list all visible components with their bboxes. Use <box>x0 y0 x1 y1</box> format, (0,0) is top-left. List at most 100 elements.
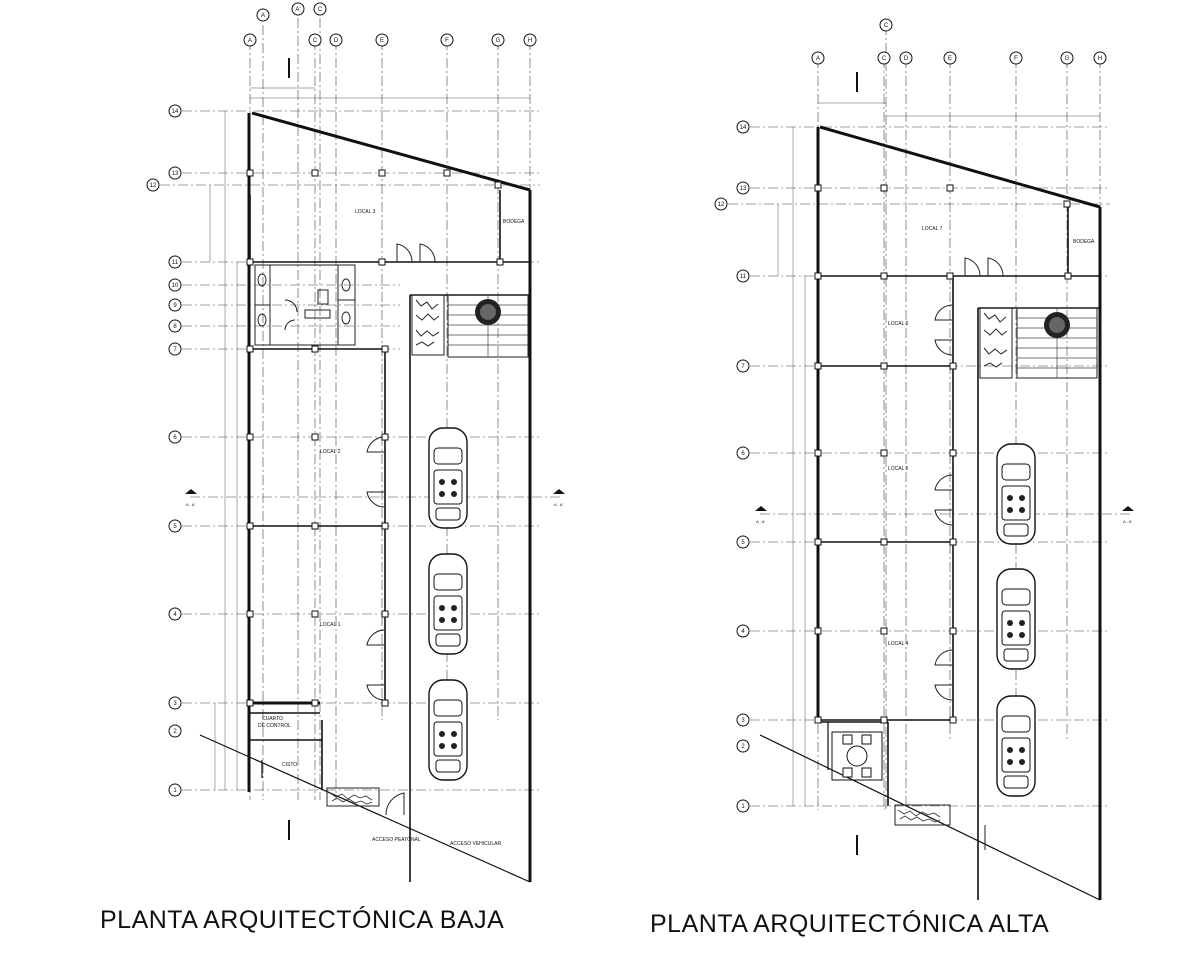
alta-col-axis-5: E <box>948 56 952 62</box>
baja-label-acceso-peatonal: ACCESO PEATONAL <box>372 837 421 843</box>
baja-planter-hatch <box>326 787 380 807</box>
baja-row-axis-14: 14 <box>172 109 179 115</box>
baja-row-axis-13: 13 <box>172 171 179 177</box>
alta-property-edge <box>759 722 1101 901</box>
alta-dining-table <box>831 731 883 781</box>
baja-room-labels: LOCAL 3 BODEGA LOCAL 2 LOCAL 1 CUARTO DE… <box>258 209 525 847</box>
baja-col-axis-9: G <box>496 38 501 44</box>
baja-col-axis-8: F <box>445 38 449 44</box>
baja-row-axis-7: 7 <box>173 347 177 353</box>
baja-section-left: A - A' <box>186 502 195 507</box>
alta-row-axis-7: 7 <box>741 364 745 370</box>
baja-row-axis-1: 1 <box>173 788 177 794</box>
baja-property-edge <box>199 734 531 883</box>
baja-col-axis-4: A <box>248 38 252 44</box>
alta-columns <box>814 184 1072 724</box>
baja-gridlines <box>160 18 560 800</box>
alta-room-labels: LOCAL 7 BODEGA LOCAL 6 LOCAL 5 LOCAL 4 <box>888 226 1095 647</box>
alta-car-2 <box>996 568 1036 670</box>
alta-row-axis-13: 13 <box>740 186 747 192</box>
baja-column-axis-bubbles <box>243 2 537 47</box>
plan-alta: C A C D E F G H 14 13 12 11 7 6 5 4 3 2 … <box>714 18 1134 901</box>
baja-row-axis-2: 2 <box>173 729 177 735</box>
alta-gridlines <box>728 25 1130 810</box>
baja-col-axis-10: H <box>528 38 532 44</box>
baja-label-bodega: BODEGA <box>503 219 525 225</box>
alta-row-axis-labels: 14 13 12 11 7 6 5 4 3 2 1 <box>718 125 747 810</box>
plan-baja: A A' C A C D E F G H 14 13 12 11 10 9 8 <box>146 2 565 883</box>
alta-stair <box>979 307 1098 379</box>
baja-row-axis-5: 5 <box>173 524 177 530</box>
alta-section-marks: A - A' A - A' <box>755 72 1134 855</box>
baja-row-axis-labels: 14 13 12 11 10 9 8 7 6 5 4 3 2 1 <box>150 109 179 794</box>
alta-col-axis-7: G <box>1065 56 1070 62</box>
alta-row-axis-4: 4 <box>741 629 745 635</box>
alta-row-axis-1: 1 <box>741 804 745 810</box>
alta-walls <box>816 125 1102 900</box>
baja-inner-walls <box>249 190 530 882</box>
alta-col-axis-6: F <box>1014 56 1018 62</box>
alta-row-axis-bubbles <box>714 120 750 813</box>
baja-row-axis-9: 9 <box>173 303 177 309</box>
alta-row-axis-5: 5 <box>741 540 745 546</box>
baja-row-axis-3: 3 <box>173 701 177 707</box>
alta-label-local5: LOCAL 5 <box>888 466 909 472</box>
baja-row-axis-6: 6 <box>173 435 177 441</box>
baja-row-axis-12: 12 <box>150 183 157 189</box>
baja-doors <box>366 243 436 818</box>
baja-label-local2: LOCAL 2 <box>320 449 341 455</box>
alta-row-axis-3: 3 <box>741 718 745 724</box>
alta-col-axis-2: A <box>816 56 820 62</box>
baja-walls <box>247 111 532 882</box>
baja-col-axis-2: A' <box>295 7 300 13</box>
baja-label-de-control: DE CONTROL <box>258 723 291 729</box>
baja-label-cuarto: CUARTO <box>262 716 283 722</box>
baja-row-axis-10: 10 <box>172 283 179 289</box>
baja-car-3 <box>428 679 468 781</box>
baja-restrooms <box>254 264 356 346</box>
alta-section-right: A - A' <box>1123 519 1132 524</box>
alta-dimension-lines <box>777 102 1100 806</box>
baja-stair <box>411 294 529 358</box>
alta-doors <box>934 257 1004 850</box>
alta-section-left: A - A' <box>756 519 765 524</box>
baja-car-2 <box>428 553 468 655</box>
alta-row-axis-11: 11 <box>740 274 747 280</box>
baja-row-axis-11: 11 <box>172 260 179 266</box>
baja-label-cisto: CISTO <box>282 762 297 768</box>
alta-row-axis-14: 14 <box>740 125 747 131</box>
baja-row-axis-bubbles <box>146 104 182 797</box>
alta-column-axis-labels: C A C D E F G H <box>816 23 1102 62</box>
alta-row-axis-2: 2 <box>741 744 745 750</box>
alta-inner-walls <box>818 207 1100 900</box>
baja-dimension-lines <box>209 87 530 790</box>
baja-label-acceso-vehicular: ACCESO VEHICULAR <box>450 841 502 847</box>
baja-label-local3: LOCAL 3 <box>355 209 376 215</box>
baja-label-local1: LOCAL 1 <box>320 622 341 628</box>
alta-planter-hatch <box>894 804 951 826</box>
alta-label-bodega: BODEGA <box>1073 239 1095 245</box>
baja-col-axis-1: A <box>261 13 265 19</box>
baja-col-axis-3: C <box>318 7 323 13</box>
baja-row-axis-4: 4 <box>173 612 177 618</box>
baja-column-axis-labels: A A' C A C D E F G H <box>248 7 532 44</box>
baja-section-right: A - A' <box>554 502 563 507</box>
baja-row-axis-8: 8 <box>173 324 177 330</box>
baja-col-axis-6: D <box>334 38 339 44</box>
baja-columns <box>246 169 504 707</box>
alta-column-axis-bubbles <box>811 18 1107 65</box>
alta-col-axis-1: C <box>884 23 889 29</box>
alta-col-axis-8: H <box>1098 56 1102 62</box>
alta-row-axis-12: 12 <box>718 202 725 208</box>
alta-col-axis-3: C <box>882 56 887 62</box>
alta-car-1 <box>996 443 1036 545</box>
alta-label-local4: LOCAL 4 <box>888 641 909 647</box>
baja-col-axis-5: C <box>313 38 318 44</box>
alta-label-local6: LOCAL 6 <box>888 321 909 327</box>
alta-col-axis-4: D <box>904 56 909 62</box>
baja-car-1 <box>428 427 468 529</box>
plan-baja-title: PLANTA ARQUITECTÓNICA BAJA <box>100 906 505 934</box>
alta-row-axis-6: 6 <box>741 451 745 457</box>
plan-alta-title: PLANTA ARQUITECTÓNICA ALTA <box>650 910 1050 938</box>
